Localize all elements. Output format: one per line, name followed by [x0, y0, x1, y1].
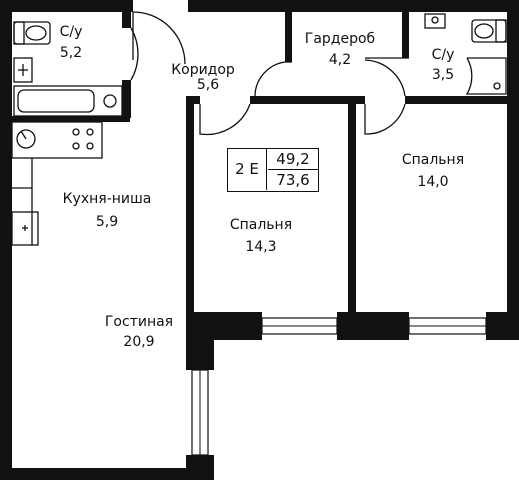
apartment-type: 2 Е	[228, 149, 267, 190]
wall-living-notch	[186, 312, 214, 370]
wall-bedroom1-left	[186, 96, 194, 336]
kitchen-sink	[16, 129, 36, 149]
room-bedroom1-area: 14,3	[245, 239, 277, 255]
door-bathroom2	[364, 57, 409, 97]
wall-bath1-right-lower	[122, 80, 131, 118]
wall-bedrooms-divider	[348, 96, 356, 336]
shower	[465, 57, 507, 95]
wall-wardrobe-left	[285, 0, 292, 62]
wall-bottom	[0, 468, 214, 480]
room-bathroom2-area: 3,5	[431, 67, 455, 83]
wall-bath1-bottom	[12, 116, 130, 122]
wall-bottom-right-pier	[186, 455, 214, 480]
door-bedroom1	[199, 103, 251, 136]
room-corridor-area: 5,6	[196, 77, 220, 93]
wall-bath1-right	[122, 0, 131, 28]
room-bedroom1-name: Спальня	[229, 217, 293, 233]
room-living-name: Гостиная	[104, 314, 174, 330]
room-bathroom1-name: С/у	[59, 24, 83, 40]
bathtub	[13, 85, 123, 117]
door-bathroom1	[130, 27, 139, 81]
door-bedroom2	[364, 103, 406, 135]
wall-bottom-block-2	[337, 312, 409, 340]
room-wardrobe-name: Гардероб	[304, 31, 376, 47]
wall-wardrobe-right	[402, 0, 409, 58]
room-bedroom2-name: Спальня	[401, 152, 465, 168]
wall-window-right-block	[486, 312, 519, 340]
room-living-area: 20,9	[123, 334, 155, 350]
wall-top-right	[188, 0, 519, 12]
room-corridor-name: Коридор	[171, 62, 235, 78]
room-bathroom2-name: С/у	[431, 47, 455, 63]
toilet-1	[13, 21, 51, 45]
door-entrance	[132, 11, 186, 65]
sink-1	[13, 57, 33, 83]
room-bedroom2-area: 14,0	[417, 174, 449, 190]
apartment-badge: 2 Е 49,2 73,6	[227, 148, 319, 192]
room-bathroom1-area: 5,2	[59, 45, 83, 61]
wall-right	[507, 0, 519, 340]
kitchen-fridge	[11, 211, 39, 246]
door-wardrobe	[254, 61, 292, 97]
wall-bedroom-top-c	[405, 96, 507, 104]
wall-top-left	[0, 0, 133, 12]
room-kitchen-area: 5,9	[95, 214, 119, 230]
sink-2	[424, 13, 446, 29]
room-wardrobe-area: 4,2	[328, 52, 352, 68]
kitchen-counter	[11, 121, 103, 159]
wall-left	[0, 0, 12, 480]
toilet-2	[471, 19, 507, 43]
total-area-value: 73,6	[276, 171, 310, 189]
wall-bedroom-top-b	[250, 96, 365, 104]
room-kitchen-name: Кухня-ниша	[62, 191, 152, 207]
living-area-value: 49,2	[268, 149, 318, 170]
